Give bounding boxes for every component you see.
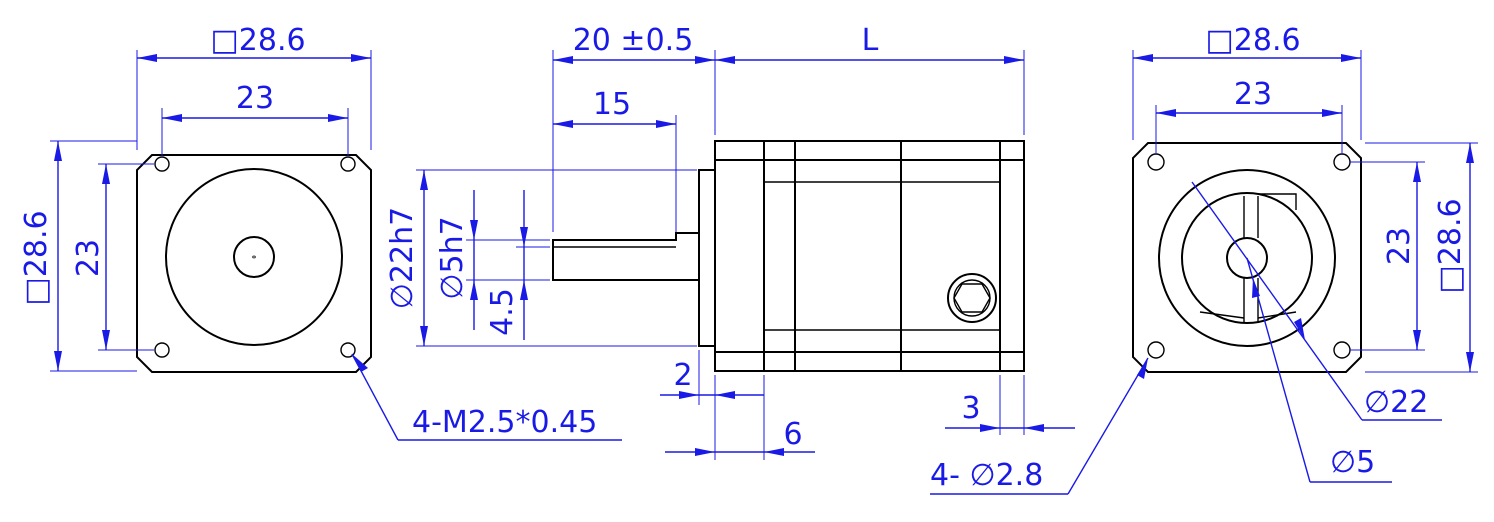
left-mounting-hole	[340, 342, 356, 358]
left-hole-spacing-label: 23	[236, 81, 274, 116]
shaft-outline	[552, 232, 700, 281]
flange-thickness-label: 6	[783, 417, 802, 452]
right-shaft-circle	[1226, 237, 1268, 279]
left-mounting-holes	[154, 156, 356, 358]
right-pilot-circle	[1158, 169, 1336, 347]
left-width-label: □28.6	[210, 23, 305, 58]
left-mounting-hole	[340, 156, 356, 172]
left-vertical-spacing-label: 23	[71, 239, 106, 277]
left-shaft-circle	[233, 236, 275, 278]
right-pilot-leader	[1191, 181, 1363, 421]
pilot-boss	[698, 169, 716, 347]
left-mounting-hole	[154, 156, 170, 172]
right-rear-view: □28.6 23 23 □28.6 ∅22 ∅5	[1067, 23, 1478, 495]
connector-hex	[953, 283, 991, 313]
left-front-view: * □28.6 23 □28.6 23	[19, 23, 622, 441]
right-mounting-hole	[1333, 153, 1351, 171]
connector-outer	[947, 273, 997, 323]
right-height-label: □28.6	[1433, 198, 1468, 293]
left-flange-outline	[136, 154, 372, 373]
left-mounting-hole	[154, 342, 170, 358]
hole-callout-label: 4- ∅2.8	[930, 458, 1043, 493]
right-vertical-spacing-label: 23	[1382, 227, 1417, 265]
right-mounting-hole	[1333, 341, 1351, 359]
shaft-diameter-label: ∅5h7	[435, 216, 470, 299]
right-inner-circle	[1181, 192, 1313, 324]
flat-depth-label: 4.5	[485, 288, 520, 336]
right-shaft-diameter-label: ∅5	[1330, 445, 1375, 480]
right-flange-outline	[1132, 142, 1362, 373]
body-length-label: L	[862, 23, 879, 58]
pilot-diameter-label: ∅22h7	[385, 207, 420, 309]
right-hole-callout-leader	[1067, 357, 1149, 495]
rear-plate-label: 3	[961, 391, 980, 426]
right-mounting-hole	[1147, 153, 1165, 171]
right-width-label: □28.6	[1205, 23, 1300, 58]
left-height-label: □28.6	[19, 210, 54, 305]
motor-body	[714, 140, 1025, 372]
pilot-thickness-label: 2	[673, 358, 692, 393]
left-center-mark: *	[252, 254, 257, 265]
shaft-length-label: 20 ±0.5	[573, 23, 694, 58]
right-hole-spacing-label: 23	[1234, 77, 1272, 112]
right-mounting-hole	[1147, 341, 1165, 359]
thread-callout-label: 4-M2.5*0.45	[412, 405, 597, 440]
right-mounting-holes	[1147, 153, 1351, 359]
side-view: 20 ±0.5 L 15 ∅22h7 ∅5h7 4.5	[385, 23, 1075, 495]
right-pilot-diameter-label: ∅22	[1364, 385, 1428, 420]
left-pilot-circle	[165, 168, 343, 346]
flat-length-label: 15	[593, 87, 631, 122]
right-bearing-clips	[1199, 193, 1297, 322]
